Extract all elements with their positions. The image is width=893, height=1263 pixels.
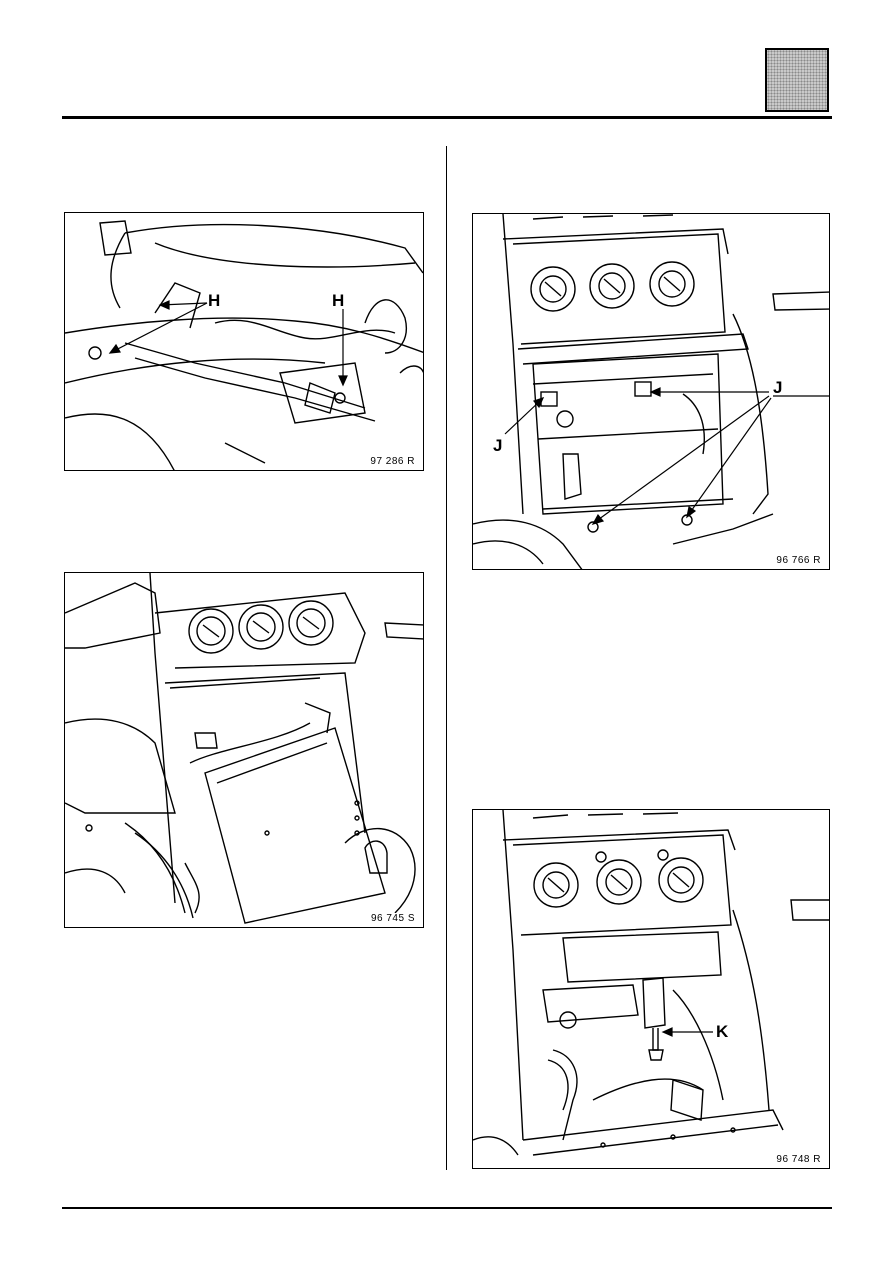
figure-bracket-screws: J J 96 766 R (472, 213, 830, 570)
figure-console-clips: H H 97 286 R (64, 212, 424, 471)
figure-console-clips-drawing (65, 220, 423, 470)
callout-h-right: H (332, 291, 345, 310)
callout-j-right: J (773, 378, 783, 397)
callout-h-left: H (208, 291, 221, 310)
figure-bracket-screws-drawing (473, 214, 829, 569)
section-tab-marker (765, 48, 829, 112)
footer-rule (62, 1207, 832, 1209)
figure-radio-removal: 96 745 S (64, 572, 424, 928)
column-divider (446, 146, 447, 1170)
figure-code: 96 748 R (774, 1154, 823, 1165)
figure-code: 97 286 R (368, 456, 417, 467)
header-rule (62, 116, 832, 119)
figure-radio-removal-drawing (65, 573, 423, 924)
callout-k: K (716, 1022, 729, 1041)
figure-support-screw: K 96 748 R (472, 809, 830, 1169)
callout-j-left: J (493, 436, 503, 455)
figure-code: 96 745 S (368, 913, 417, 924)
figure-code: 96 766 R (774, 555, 823, 566)
figure-support-screw-drawing (473, 810, 829, 1156)
